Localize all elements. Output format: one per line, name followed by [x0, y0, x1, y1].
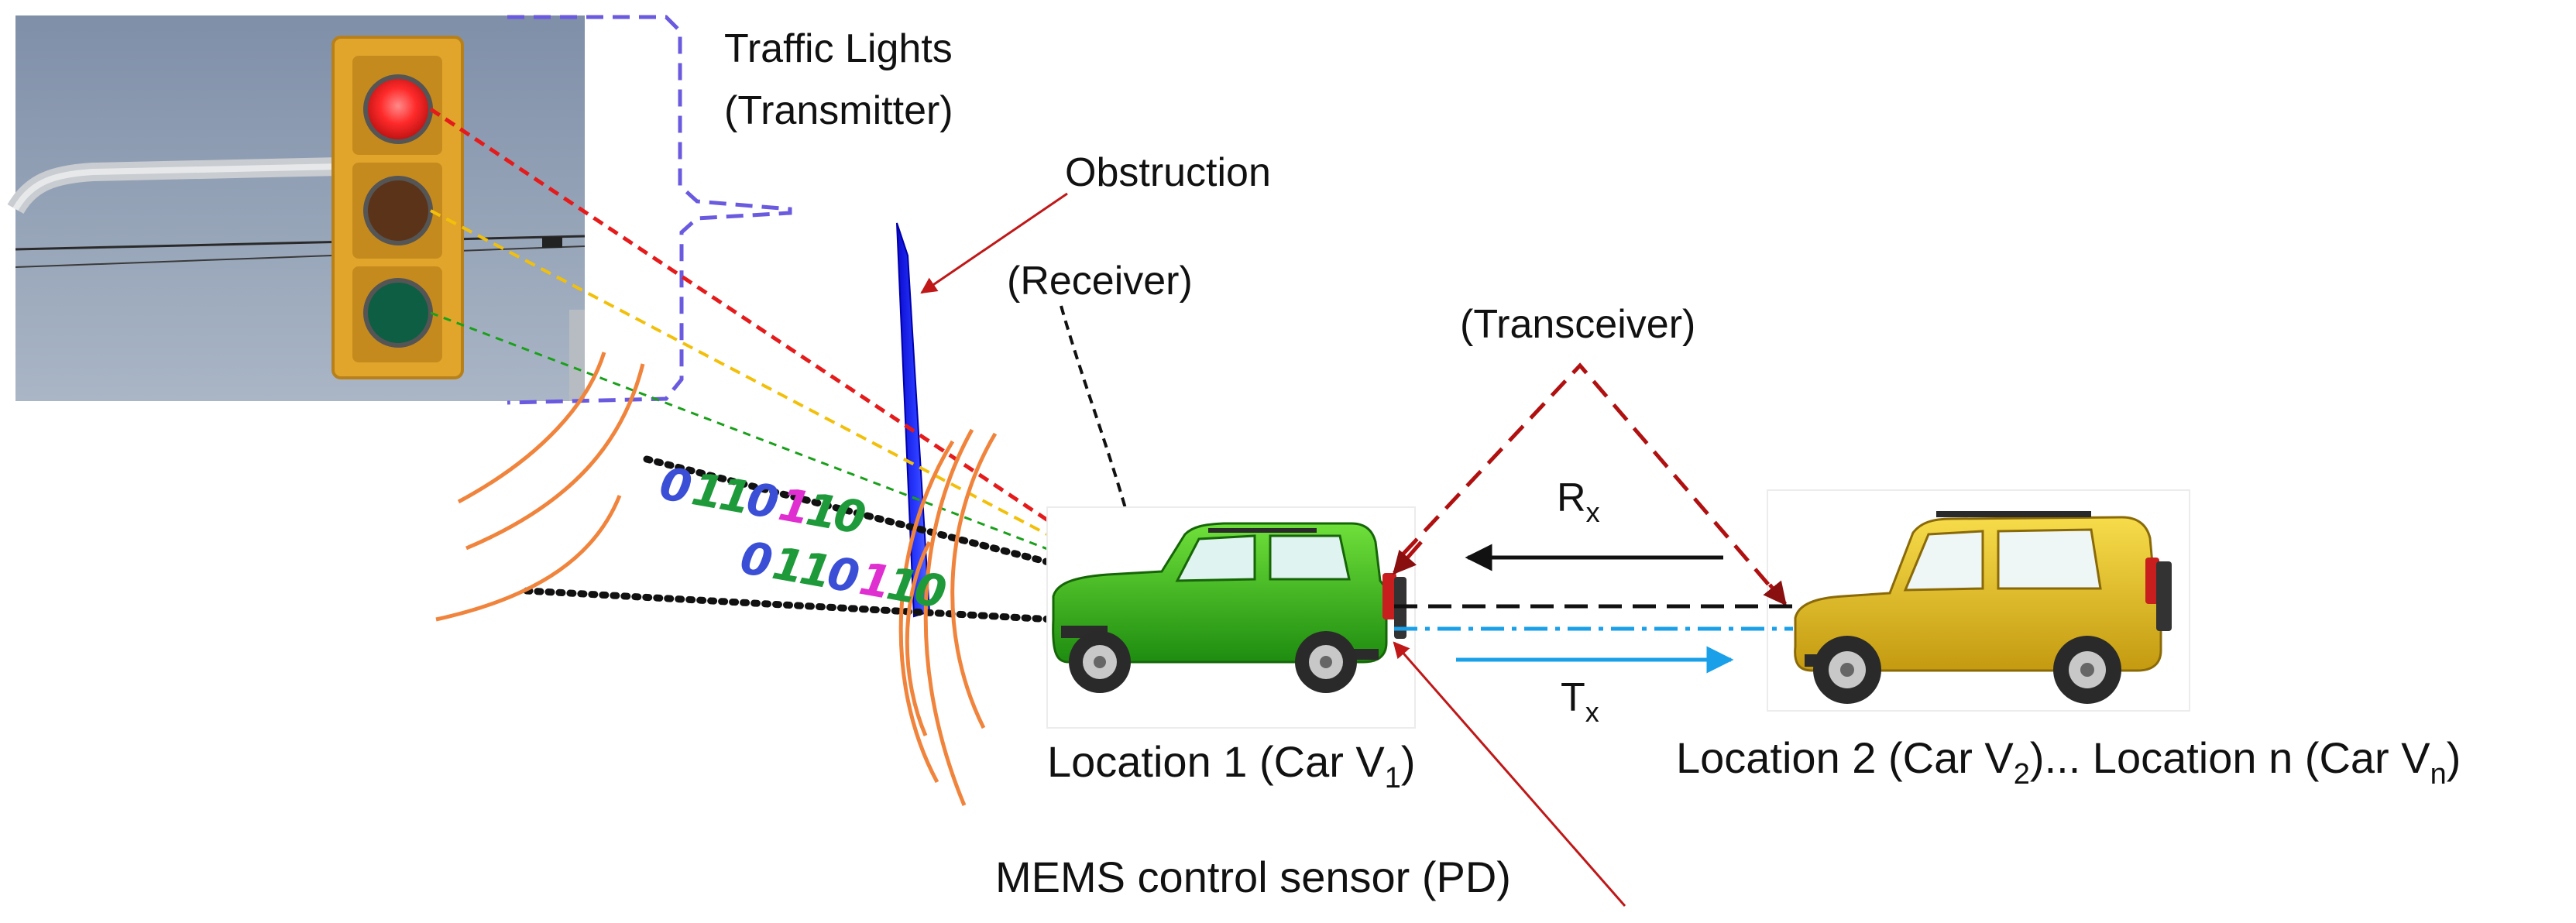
rx-label: Rx: [1557, 475, 1600, 528]
traffic-lights-label: Traffic Lights: [724, 26, 953, 71]
bit-stream-lower: 0 1 1 0 1 1 0: [737, 531, 950, 619]
location-2-label: Location 2 (Car V2)... Location n (Car V…: [1676, 733, 2461, 791]
transceiver-triangle: [1402, 362, 1787, 606]
receiver-label: (Receiver): [1007, 259, 1193, 304]
amber-light-icon: [363, 176, 433, 245]
mems-pointer: [1393, 641, 1626, 907]
obstruction-label: Obstruction: [1065, 150, 1271, 195]
location-1-label: Location 1 (Car V1): [1047, 737, 1416, 794]
bit-stream-upper: 0 1 1 0 1 1 0: [656, 457, 870, 545]
transceiver-label: (Transceiver): [1460, 302, 1695, 347]
obstruction-pointer: [920, 192, 1068, 294]
traffic-light-bracket: [507, 15, 792, 405]
yellow-suv-icon: [1767, 489, 2190, 712]
mems-sensor-label: MEMS control sensor (PD): [995, 853, 1511, 901]
tx-label: Tx: [1561, 675, 1599, 728]
red-light-icon: [363, 74, 433, 144]
transmitter-label: (Transmitter): [724, 88, 953, 133]
traffic-light-icon: [331, 36, 464, 379]
green-light-icon: [363, 278, 433, 348]
traffic-light-photo: [7, 15, 586, 401]
signal-waves: [435, 352, 998, 806]
green-suv-icon: [1046, 506, 1416, 729]
